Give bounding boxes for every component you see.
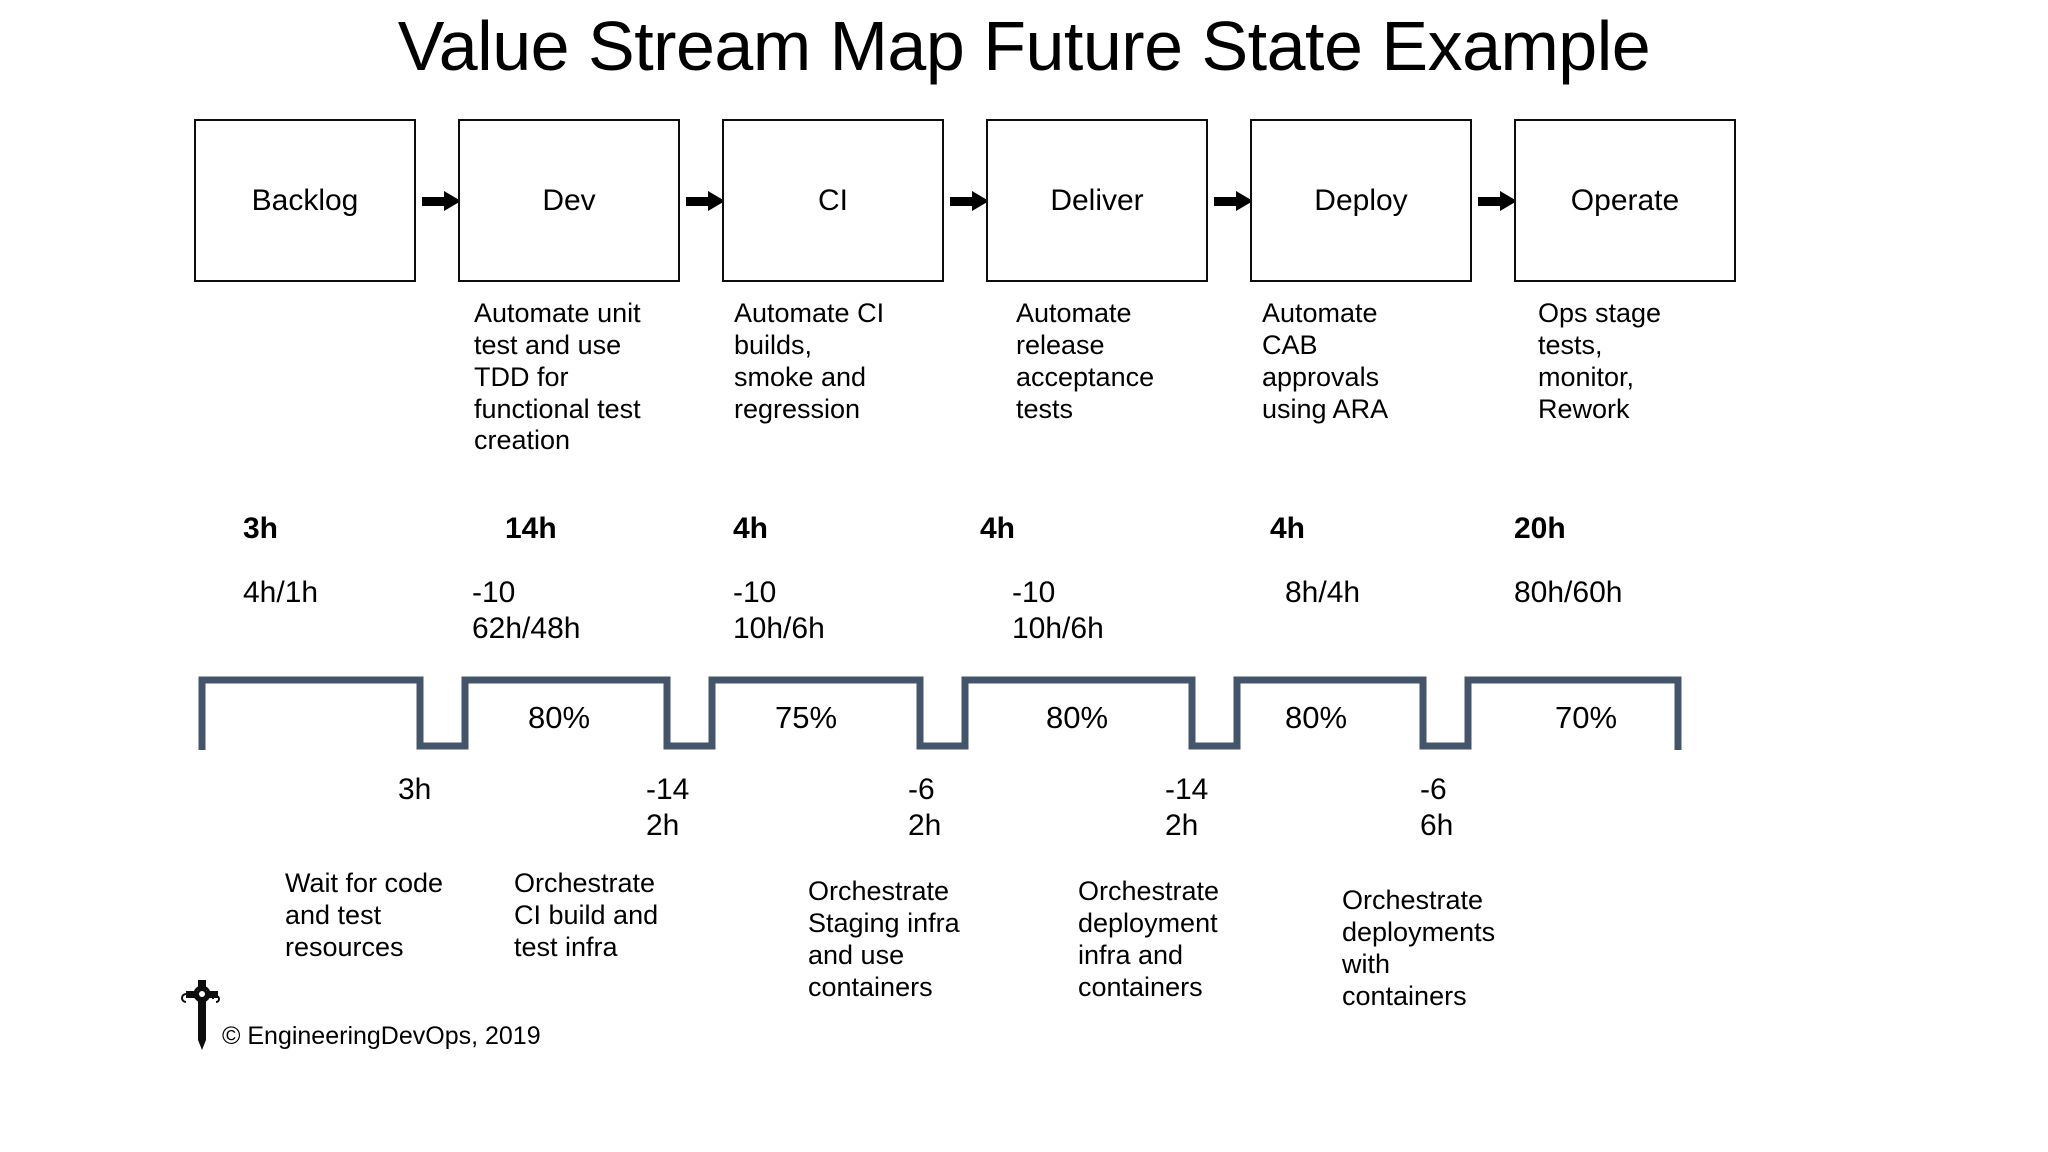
wait-time-1: 3h bbox=[398, 773, 432, 806]
wait-description-3: Orchestrate Staging infra and use contai… bbox=[808, 876, 960, 1002]
metrics-deliver: -10 10h/6h bbox=[1012, 576, 1104, 645]
wait-time-5: -6 6h bbox=[1420, 773, 1454, 842]
percent-label-ci: 75% bbox=[775, 700, 838, 735]
percent-label-dev: 80% bbox=[528, 700, 591, 735]
process-box-operate[interactable]: Operate bbox=[1514, 119, 1736, 282]
arrow-deliver-to-deploy bbox=[1214, 191, 1254, 211]
lead-time-deliver: 4h bbox=[980, 512, 1016, 545]
metrics-backlog: 4h/1h bbox=[243, 576, 319, 609]
lead-time-backlog: 3h bbox=[243, 512, 279, 545]
arrow-head bbox=[708, 191, 725, 211]
wait-time-3: -6 2h bbox=[908, 773, 942, 842]
arrow-shaft bbox=[1478, 197, 1502, 206]
process-box-label: Backlog bbox=[251, 183, 359, 217]
stage-description-dev: Automate unit test and use TDD for funct… bbox=[474, 298, 641, 456]
wait-description-2: Orchestrate CI build and test infra bbox=[514, 868, 659, 962]
timeline-sawtooth bbox=[180, 662, 1880, 772]
stage-description-ci: Automate CI builds, smoke and regression bbox=[734, 298, 885, 424]
arrow-shaft bbox=[950, 197, 974, 206]
percent-label-deploy: 80% bbox=[1285, 700, 1348, 735]
percent-label-operate: 70% bbox=[1555, 700, 1618, 735]
metrics-dev: -10 62h/48h bbox=[472, 576, 581, 645]
process-box-ci[interactable]: CI bbox=[722, 119, 944, 282]
page-title: Value Stream Map Future State Example bbox=[397, 7, 1651, 85]
arrow-head bbox=[1500, 191, 1517, 211]
sawtooth-polyline bbox=[198, 676, 1682, 750]
arrow-shaft bbox=[422, 197, 446, 206]
wait-description-1: Wait for code and test resources bbox=[285, 868, 444, 962]
percent-label-deliver: 80% bbox=[1046, 700, 1109, 735]
stage-description-deploy: Automate CAB approvals using ARA bbox=[1262, 298, 1389, 424]
wait-time-4: -14 2h bbox=[1165, 773, 1209, 842]
process-box-label: Dev bbox=[542, 183, 596, 217]
wait-time-2: -14 2h bbox=[646, 773, 690, 842]
process-box-deploy[interactable]: Deploy bbox=[1250, 119, 1472, 282]
process-box-label: Deploy bbox=[1314, 183, 1408, 217]
arrow-head bbox=[972, 191, 989, 211]
sword-logo-icon bbox=[180, 978, 224, 1050]
process-box-label: Operate bbox=[1570, 183, 1680, 217]
arrow-deploy-to-operate bbox=[1478, 191, 1518, 211]
arrow-head bbox=[444, 191, 461, 211]
process-box-row: Backlog Dev CI Deliver Deploy bbox=[194, 119, 1736, 284]
lead-time-dev: 14h bbox=[505, 512, 557, 545]
wait-description-5: Orchestrate deployments with containers bbox=[1342, 885, 1496, 1011]
process-box-label: Deliver bbox=[1050, 183, 1144, 217]
process-box-label: CI bbox=[818, 183, 848, 217]
stage-description-operate: Ops stage tests, monitor, Rework bbox=[1538, 298, 1662, 424]
metrics-ci: -10 10h/6h bbox=[733, 576, 825, 645]
arrow-head bbox=[1236, 191, 1253, 211]
wait-description-4: Orchestrate deployment infra and contain… bbox=[1078, 876, 1220, 1002]
lead-time-deploy: 4h bbox=[1270, 512, 1306, 545]
process-box-deliver[interactable]: Deliver bbox=[986, 119, 1208, 282]
arrow-backlog-to-dev bbox=[422, 191, 462, 211]
metrics-operate: 80h/60h bbox=[1514, 576, 1623, 609]
arrow-shaft bbox=[1214, 197, 1238, 206]
arrow-ci-to-deliver bbox=[950, 191, 990, 211]
process-box-dev[interactable]: Dev bbox=[458, 119, 680, 282]
stage-description-deliver: Automate release acceptance tests bbox=[1016, 298, 1155, 424]
lead-time-ci: 4h bbox=[733, 512, 769, 545]
timeline-svg bbox=[198, 676, 1682, 750]
process-box-backlog[interactable]: Backlog bbox=[194, 119, 416, 282]
metrics-deploy: 8h/4h bbox=[1285, 576, 1361, 609]
arrow-dev-to-ci bbox=[686, 191, 726, 211]
copyright-text: © EngineeringDevOps, 2019 bbox=[222, 1022, 541, 1050]
lead-time-operate: 20h bbox=[1514, 512, 1566, 545]
arrow-shaft bbox=[686, 197, 710, 206]
